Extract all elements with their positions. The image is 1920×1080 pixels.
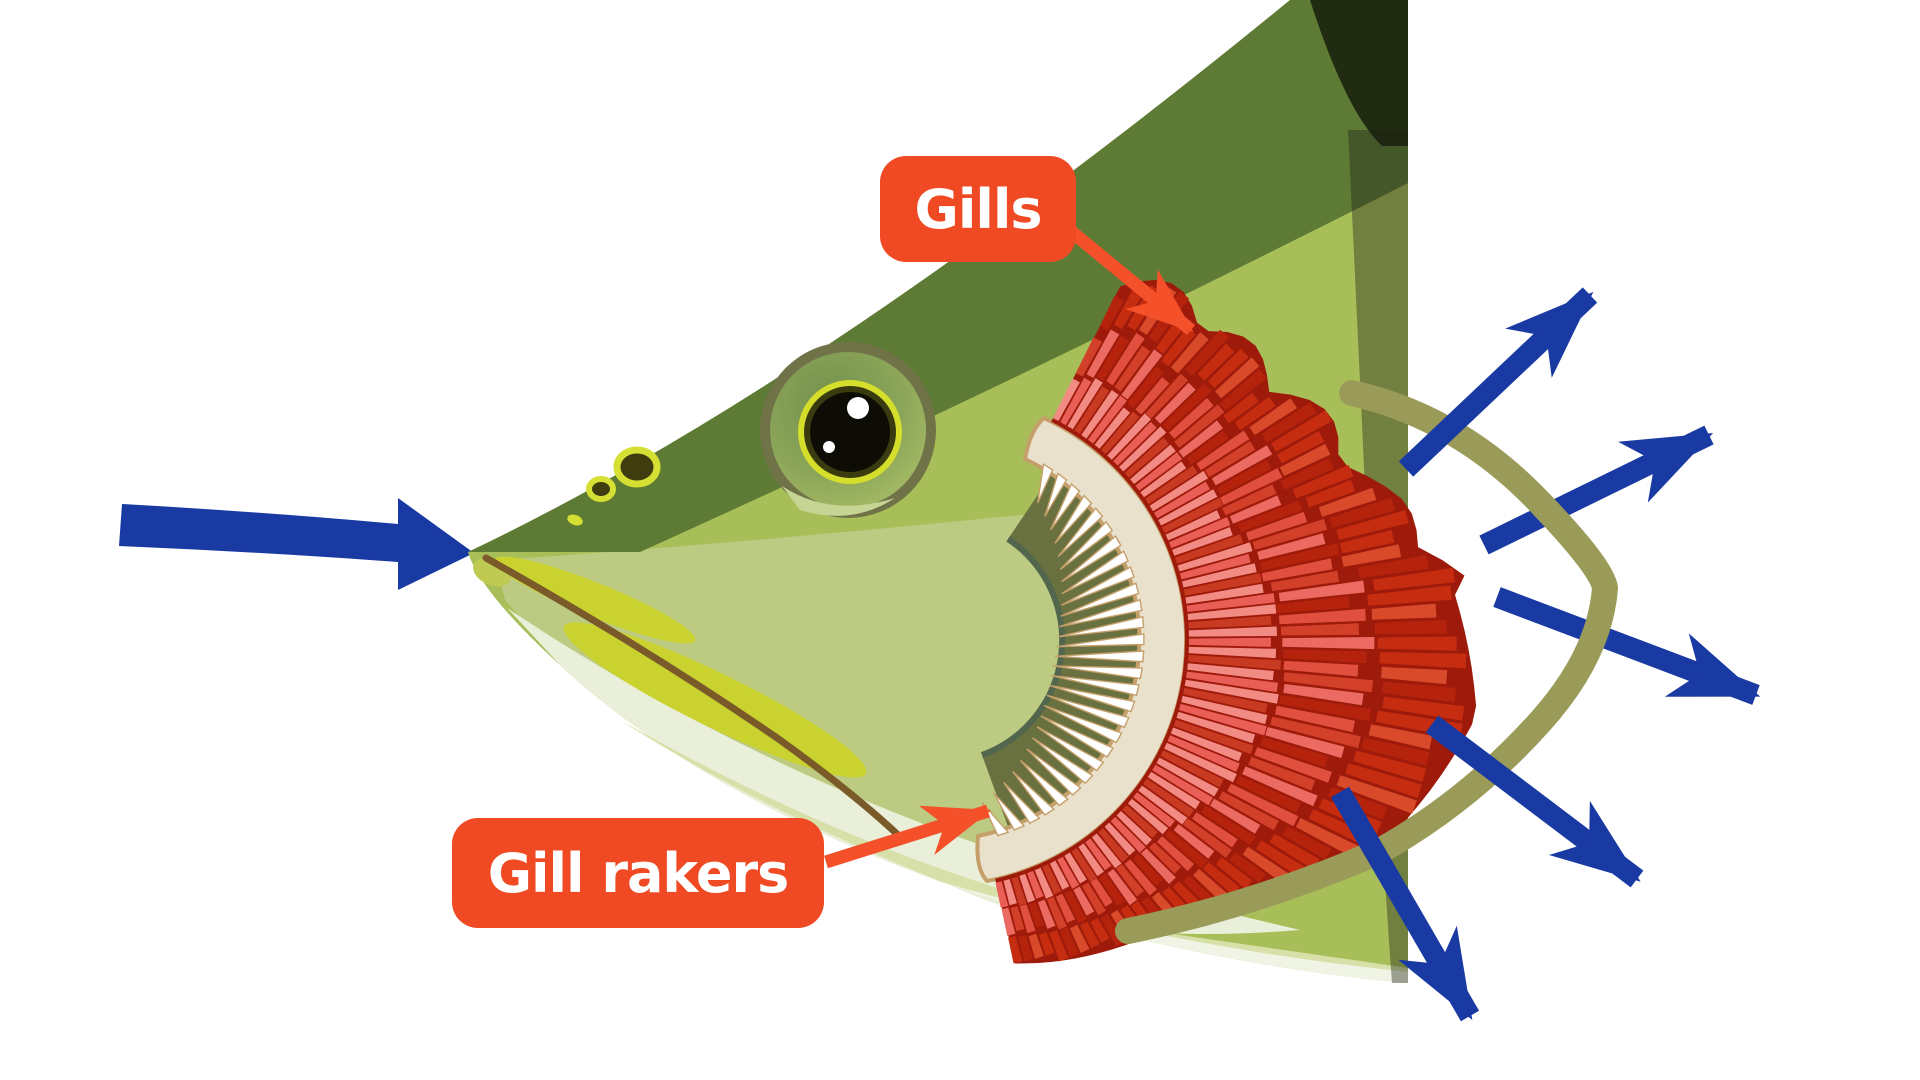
water-out-arrow <box>1330 786 1480 1022</box>
fish-eye <box>760 342 936 518</box>
fish-head <box>468 0 1477 983</box>
water-in-arrow <box>119 498 474 590</box>
fish-back-band <box>468 0 1408 552</box>
gill-rakers-pointer-arrow <box>824 804 992 869</box>
mouth-line <box>482 554 901 838</box>
operculum-outline <box>1115 380 1618 944</box>
water-out-arrows-under <box>1479 425 1761 705</box>
fish-nostrils <box>567 446 661 526</box>
gills-fan <box>995 279 1477 964</box>
gills-pointer-arrow <box>1067 226 1196 336</box>
gill-rakers-teeth <box>981 463 1145 837</box>
water-out-arrow <box>1398 287 1598 477</box>
label-gills: Gills <box>880 156 1076 262</box>
water-out-arrows-over <box>1330 287 1644 1022</box>
fish-belly-band <box>620 720 1408 983</box>
label-gill-rakers: Gill rakers <box>452 818 824 928</box>
fish-belly-edge <box>900 870 1408 983</box>
fish-body-cut-corner <box>1310 0 1408 146</box>
water-out-arrow <box>1425 715 1644 888</box>
water-out-arrow <box>1479 425 1714 555</box>
gill-cavity <box>980 471 1145 832</box>
upper-lip <box>494 556 696 644</box>
water-out-arrow <box>1493 587 1761 705</box>
fish-mouth <box>472 554 901 838</box>
